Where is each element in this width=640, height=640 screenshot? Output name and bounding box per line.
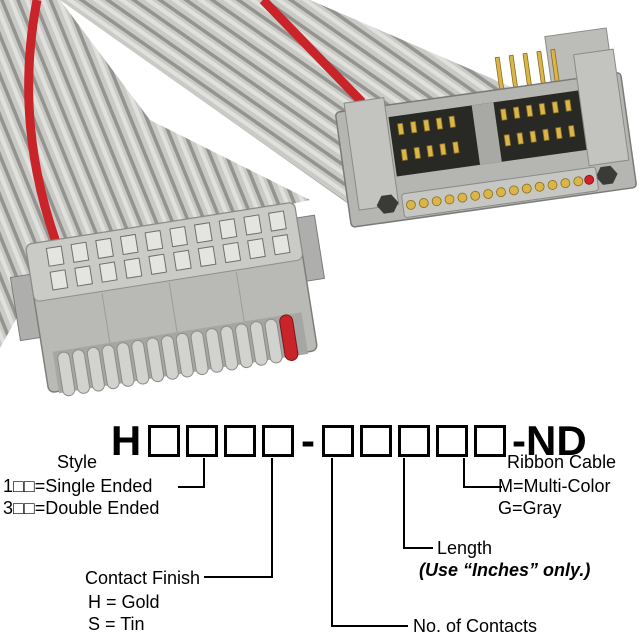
callout-length-title: Length — [437, 538, 493, 558]
callout-style-option-double: 3□□=Double Ended — [3, 498, 160, 518]
pn-box-contacts-2 — [360, 425, 392, 457]
callout-ribbon-cable-title: Ribbon Cable — [507, 452, 617, 472]
contact-tail-dots — [406, 176, 584, 210]
pn-separator: - — [301, 417, 315, 464]
part-number: H - -ND — [110, 417, 587, 464]
red-stripe-lower-icon — [24, 0, 67, 260]
callout-ribbon-option-gray: G=Gray — [498, 498, 562, 518]
hex-hole-left-icon — [376, 194, 399, 214]
pn-box-contacts-1 — [322, 425, 354, 457]
callout-contact-finish-title: Contact Finish — [85, 568, 201, 588]
callout-style-option-single: 1□□=Single Ended — [3, 476, 153, 496]
leader-ribbon-cable — [463, 458, 502, 488]
idc-socket-connector — [9, 202, 325, 397]
cable-fold-loops — [57, 318, 283, 397]
leader-length — [403, 458, 433, 549]
callout-ribbon-option-multi: M=Multi-Color — [498, 476, 611, 496]
pn-box-length-1 — [398, 425, 430, 457]
callout-contacts-title: No. of Contacts — [413, 616, 538, 636]
callout-style-title: Style — [57, 452, 98, 472]
product-photo — [0, 0, 637, 397]
pn-box-length-2 — [436, 425, 468, 457]
leader-contacts — [331, 458, 408, 627]
pn-suffix: -ND — [512, 417, 587, 464]
hex-hole-right-icon — [595, 165, 618, 185]
red-conductor-loop-icon — [279, 314, 299, 361]
leader-style — [178, 458, 205, 488]
ribbon-cable-lower — [0, 0, 310, 348]
pn-box-3 — [224, 425, 256, 457]
header-connector — [335, 27, 637, 228]
red-stripe-upper-icon — [259, 0, 366, 106]
callout-length-note: (Use “Inches” only.) — [419, 560, 591, 580]
pn-box-2 — [186, 425, 218, 457]
callout-finish-option-gold: H = Gold — [88, 592, 160, 612]
leader-contact-finish — [204, 458, 273, 578]
socket-hole-grid — [45, 210, 291, 291]
red-index-dot-icon — [584, 174, 595, 185]
pn-box-ribbon-color — [474, 425, 506, 457]
callout-finish-option-tin: S = Tin — [88, 614, 145, 634]
header-pins — [397, 99, 576, 161]
pn-box-style — [148, 425, 180, 457]
pn-prefix: H — [110, 417, 142, 464]
pn-box-contact-finish — [262, 425, 294, 457]
